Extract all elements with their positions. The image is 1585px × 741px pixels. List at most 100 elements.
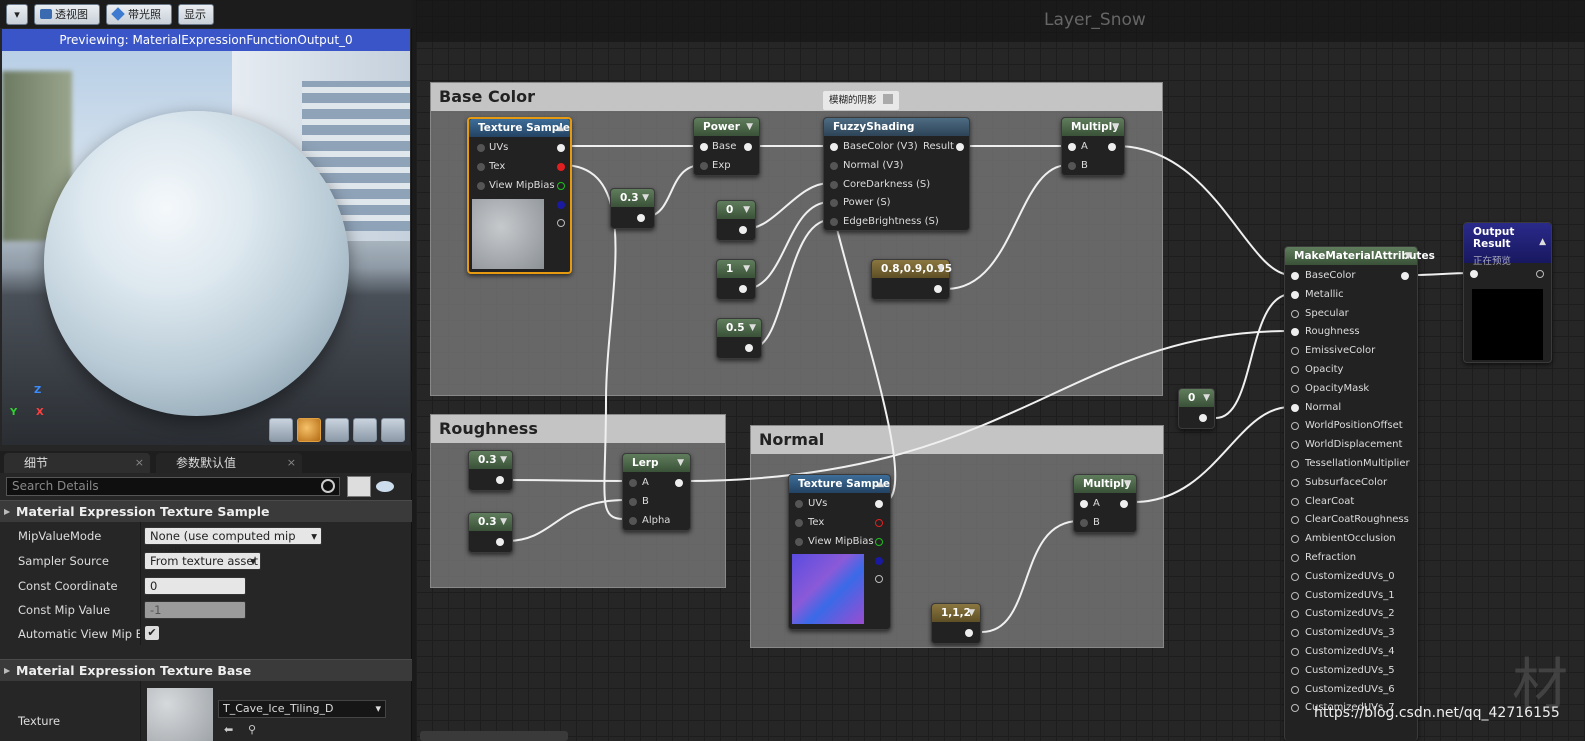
pin-in-a[interactable] [1080,500,1088,508]
pin-out[interactable] [745,344,753,352]
pin-out[interactable] [1401,272,1409,280]
pin-out-a[interactable] [875,575,883,583]
collapse-icon[interactable]: ▼ [749,323,756,333]
pin-out[interactable] [1536,270,1544,278]
pin-in-exp[interactable] [700,162,708,170]
const-coordinate-field[interactable]: 0 [144,577,246,595]
pin-in[interactable] [1470,270,1478,278]
node-const-0.3-rough-a[interactable]: 0.3▼ [468,450,513,491]
pin-in-specular[interactable] [1291,309,1299,318]
pin-in-worlddisplacement[interactable] [1291,441,1299,450]
graph-tab-stub[interactable] [420,731,568,741]
close-icon[interactable]: × [134,456,144,469]
collapse-icon[interactable]: ▼ [1203,393,1210,403]
node-texture-sample-normal[interactable]: Texture Sample▲ UVs Tex View MipBias [788,474,891,630]
pin-in-tex[interactable] [795,519,803,527]
texture-asset-dropdown[interactable]: T_Cave_Ice_Tiling_D▾ [218,700,386,718]
pin-in-alpha[interactable] [629,517,637,525]
pin-out[interactable] [496,538,504,546]
pin-in-tex[interactable] [477,163,485,171]
tab-details[interactable]: 细节 × [4,453,150,473]
pin-out[interactable] [637,214,645,222]
pin-out-b[interactable] [875,557,883,565]
collapse-icon[interactable]: ▲ [1539,237,1546,247]
pin-in-normal[interactable] [830,162,838,170]
collapse-icon[interactable]: ▼ [500,517,507,527]
eye-icon[interactable] [376,481,394,492]
pin-in-customizeduvs-1[interactable] [1291,591,1299,600]
collapse-icon[interactable]: ▼ [743,264,750,274]
pin-out[interactable] [1120,500,1128,508]
pin-out[interactable] [965,629,973,637]
node-const-vector-112[interactable]: 1,1,2▼ [931,603,981,644]
pin-in-customizeduvs-3[interactable] [1291,629,1299,638]
pin-in-customizeduvs-2[interactable] [1291,610,1299,619]
pin-in-b[interactable] [629,498,637,506]
node-const-0[interactable]: 0▼ [716,200,756,241]
pin-in-refraction[interactable] [1291,554,1299,562]
details-search-input[interactable]: Search Details [6,477,340,496]
collapse-icon[interactable]: ▼ [1405,251,1412,261]
pin-out[interactable] [496,476,504,484]
pin-out-rgb[interactable] [557,144,565,152]
show-button[interactable]: 显示 [178,4,214,25]
node-multiply-basecolor[interactable]: Multiply▼ A B [1061,117,1125,176]
pin-out-result[interactable] [956,143,964,151]
pin-in-customizeduvs-7[interactable] [1291,704,1299,713]
node-texture-sample-basecolor[interactable]: Texture Sample▲ UVs Tex View MipBias [467,117,572,274]
const-mip-value-field[interactable]: -1 [144,601,246,619]
collapse-icon[interactable]: ▼ [937,264,944,274]
pin-out-r[interactable] [875,519,883,527]
pin-in-subsurfacecolor[interactable] [1291,478,1299,487]
pin-out[interactable] [934,285,942,293]
node-lerp[interactable]: Lerp▼ A B Alpha [622,453,691,531]
cube-preview-icon[interactable] [353,418,377,442]
sampler-source-dropdown[interactable]: From texture asset▾ [144,552,261,570]
pin-out-g[interactable] [875,538,883,546]
pin-in-a[interactable] [1068,143,1076,151]
tab-parameter-defaults[interactable]: 参数默认值 × [156,453,302,473]
material-graph[interactable]: Layer_Snow Base Color Roughness Normal [416,0,1585,741]
node-const-0.3[interactable]: 0.3▼ [610,188,655,229]
pin-out-rgb[interactable] [875,500,883,508]
pin-in-emissivecolor[interactable] [1291,347,1299,356]
list-view-icon[interactable] [347,476,371,497]
collapse-icon[interactable]: ▼ [968,608,975,618]
collapse-icon[interactable]: ▲ [557,123,564,133]
pin-in-b[interactable] [1068,162,1076,170]
pin-in-clearcoat[interactable] [1291,497,1299,506]
collapse-icon[interactable]: ▼ [500,455,507,465]
pin-in-uvs[interactable] [795,500,803,508]
pin-out[interactable] [675,479,683,487]
node-const-0-metallic[interactable]: 0▼ [1178,388,1215,429]
node-multiply-normal[interactable]: Multiply▼ A B [1073,474,1137,533]
pin-out[interactable] [739,226,747,234]
perspective-button[interactable]: 透视图 [34,4,100,25]
pin-out[interactable] [1199,414,1207,422]
pin-out-b[interactable] [557,201,565,209]
pin-in-view-mipbias[interactable] [795,538,803,546]
mesh-preview-icon[interactable] [381,418,405,442]
pin-out-g[interactable] [557,182,565,190]
section-texture-base[interactable]: Material Expression Texture Base [0,659,412,681]
section-texture-sample[interactable]: Material Expression Texture Sample [0,500,412,522]
mip-value-mode-dropdown[interactable]: None (use computed mip level)▾ [144,527,322,559]
material-preview-viewport[interactable]: Z Y X [2,51,410,445]
viewport-options-button[interactable]: ▾ [6,4,28,25]
pin-in-metallic[interactable] [1291,290,1299,299]
collapse-icon[interactable]: ▼ [677,458,684,468]
browse-icon[interactable]: ⚲ [248,723,257,736]
pin-in-basecolor[interactable] [1291,272,1299,280]
pin-in-uvs[interactable] [477,144,485,152]
use-selected-icon[interactable]: ⬅ [224,723,234,736]
cylinder-preview-icon[interactable] [269,418,293,442]
pin-in-customizeduvs-0[interactable] [1291,572,1299,581]
pin-in-customizeduvs-5[interactable] [1291,666,1299,675]
pin-in-a[interactable] [629,479,637,487]
collapse-icon[interactable]: ▼ [746,122,753,132]
node-const-0.5[interactable]: 0.5▼ [716,318,762,359]
texture-thumbnail[interactable] [147,688,213,741]
pin-out[interactable] [744,143,752,151]
node-const-1[interactable]: 1▼ [716,259,756,300]
pin-out[interactable] [739,285,747,293]
